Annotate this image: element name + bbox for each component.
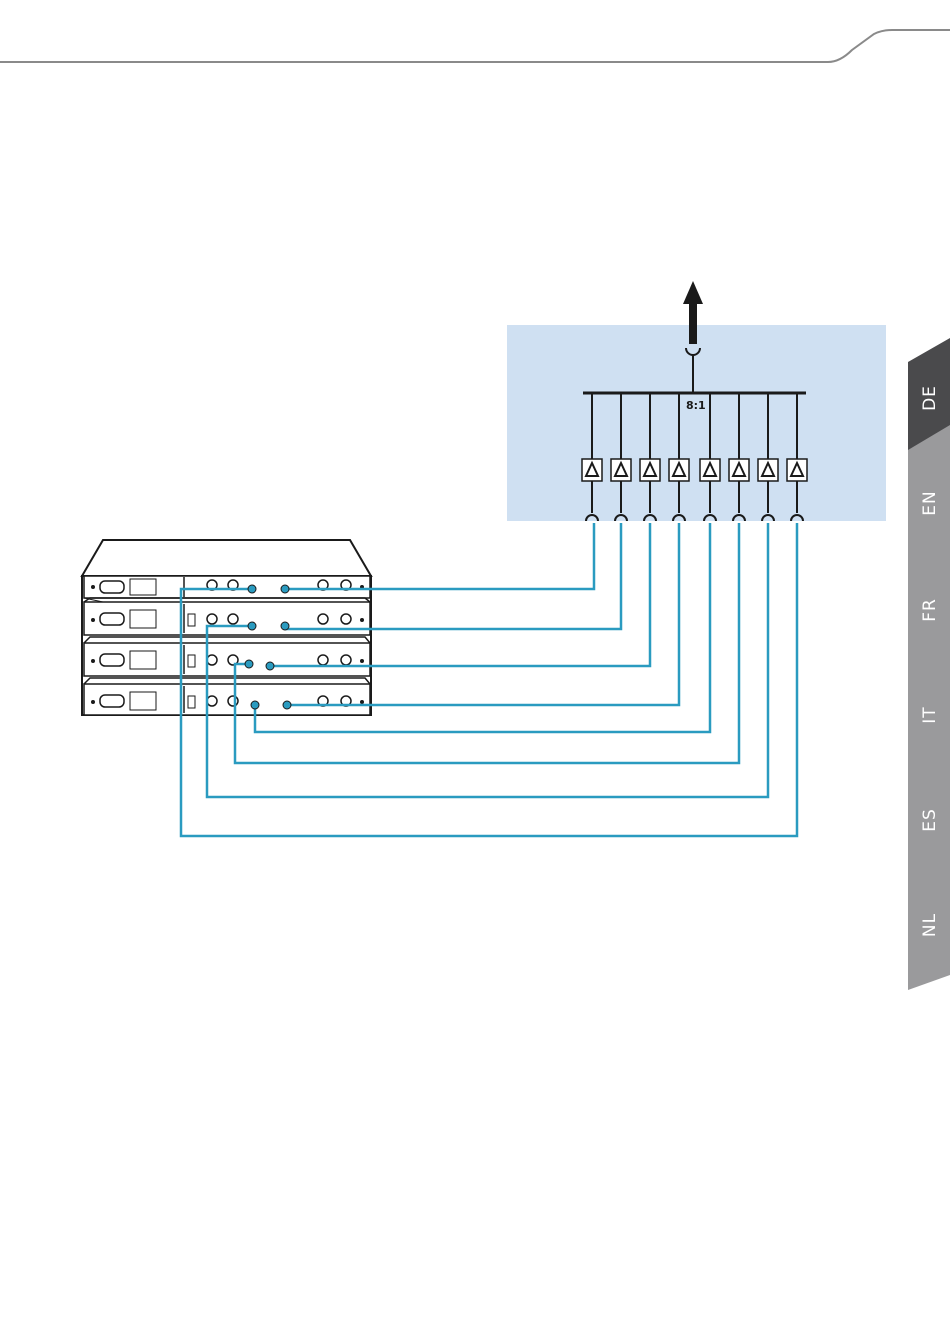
- tab-es-label: ES: [920, 808, 940, 832]
- receiver-unit: [84, 678, 370, 715]
- tab-nl-label: NL: [920, 913, 940, 937]
- ratio-label: 8:1: [686, 399, 706, 412]
- receiver-unit: [84, 637, 370, 676]
- tab-en-label: EN: [920, 490, 940, 515]
- header-line: [0, 30, 950, 62]
- receiver-stack: [82, 540, 371, 715]
- tab-it-label: IT: [920, 706, 940, 723]
- tab-de-label: DE: [920, 385, 940, 411]
- language-tabs: DE EN FR IT ES NL: [908, 338, 950, 990]
- tab-fr-label: FR: [920, 598, 940, 622]
